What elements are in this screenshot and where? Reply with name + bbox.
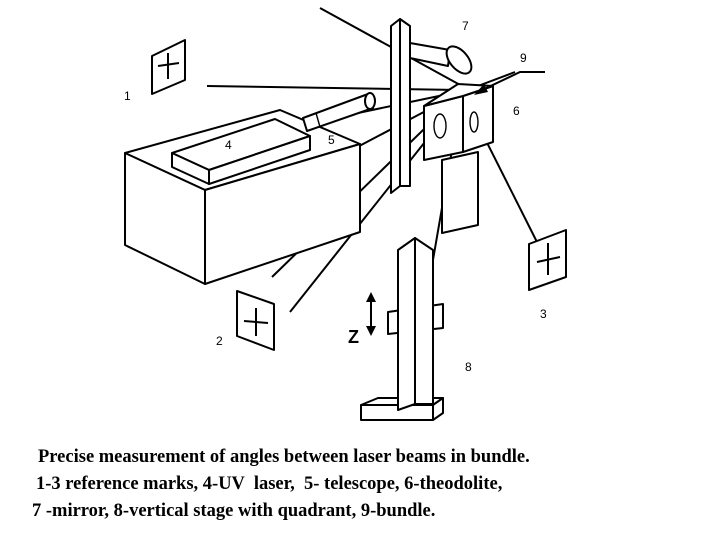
theodolite [423, 83, 494, 234]
z-axis-arrow [366, 292, 376, 336]
label-z: Z [348, 327, 359, 347]
reference-mark-3 [528, 229, 567, 291]
reference-mark-1 [151, 39, 186, 95]
label-5: 5 [328, 133, 335, 147]
label-4: 4 [225, 138, 232, 152]
figure-caption: Precise measurement of angles between la… [0, 444, 720, 525]
telescope [302, 92, 376, 132]
reference-mark-2 [236, 290, 275, 351]
caption-line-2: 1-3 reference marks, 4-UV laser, 5- tele… [36, 474, 503, 494]
label-6: 6 [513, 104, 520, 118]
bundle-pointer [474, 71, 545, 95]
caption-line-1: Precise measurement of angles between la… [38, 447, 530, 467]
label-9: 9 [520, 51, 527, 65]
caption-line-3: 7 -mirror, 8-vertical stage with quadran… [32, 501, 436, 521]
label-1: 1 [124, 89, 131, 103]
vertical-stage [360, 237, 444, 421]
uv-laser [171, 118, 311, 185]
label-3: 3 [540, 307, 547, 321]
experimental-setup-diagram: 1 2 3 4 5 6 7 8 9 Z [124, 7, 567, 421]
label-8: 8 [465, 360, 472, 374]
mirror [409, 42, 473, 75]
label-7: 7 [462, 19, 469, 33]
vertical-bar [390, 18, 411, 194]
label-2: 2 [216, 334, 223, 348]
